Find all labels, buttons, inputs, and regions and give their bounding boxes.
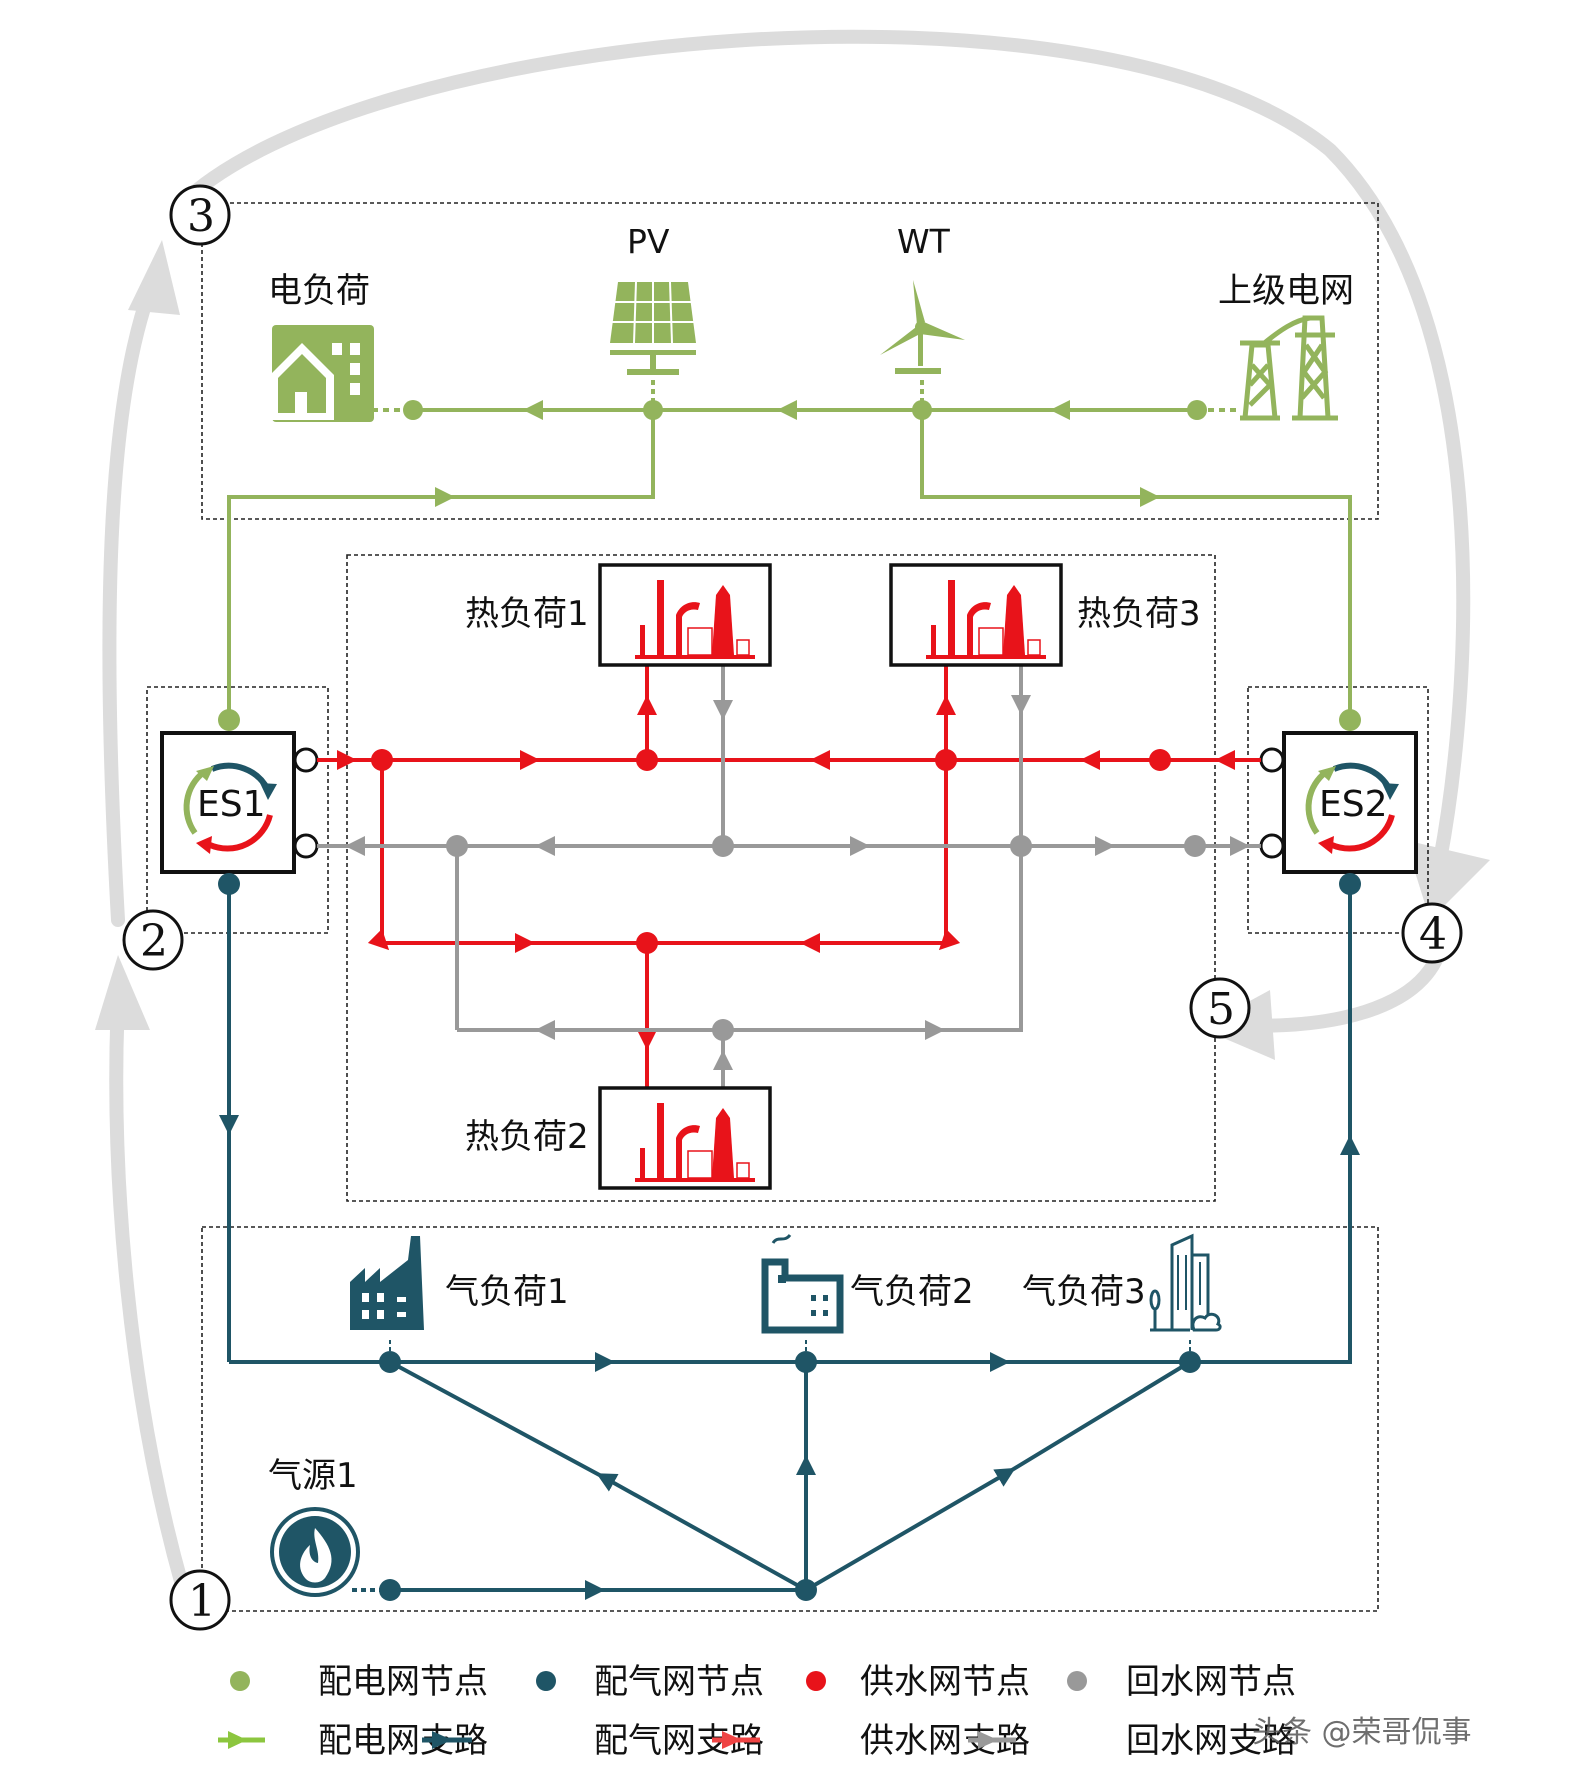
- legend-node-return-water: 回水网节点: [1067, 1662, 1296, 1702]
- es2-return-port: [1259, 833, 1285, 859]
- power-branch-wt-es2: [920, 410, 1352, 720]
- svg-text:回水网节点: 回水网节点: [1126, 1662, 1296, 1702]
- factory-heat-icon: [635, 1103, 755, 1182]
- sequence-flow-arrows: [95, 29, 1490, 1592]
- power-node-es2: [1339, 709, 1361, 731]
- es1-box: [146, 686, 329, 934]
- es1-station[interactable]: ES1: [160, 731, 319, 874]
- es2-box: [1247, 686, 1429, 934]
- watermark: 头条 @荣哥侃事: [1252, 1715, 1472, 1750]
- svg-text:5: 5: [1207, 984, 1235, 1035]
- return-water-network: [317, 665, 1261, 1088]
- legend-branch-return-water: 回水网支路: [968, 1721, 1296, 1761]
- flow-arc-2-to-3: [102, 283, 157, 927]
- svg-text:1: 1: [188, 1576, 216, 1627]
- legend-node-power: 配电网节点: [230, 1662, 488, 1702]
- heat-load-1[interactable]: [598, 563, 772, 667]
- legend: 配电网节点 配气网节点 供水网节点 回水网节点 配电网支路 配气网支路 供水网支…: [218, 1662, 1296, 1761]
- wind-turbine-icon: [880, 280, 965, 374]
- flow-arrowhead-4: [1405, 840, 1490, 920]
- svg-text:供水网节点: 供水网节点: [860, 1662, 1030, 1702]
- flow-arrowhead-3: [128, 240, 180, 315]
- supply-water-nodes: [371, 749, 1171, 954]
- solar-panel-icon: [610, 281, 696, 375]
- gas-plant-icon: [761, 1233, 844, 1334]
- transmission-tower-icon: [1240, 315, 1338, 421]
- sequence-marker-1: 1: [169, 1569, 231, 1631]
- wt-label: WT: [897, 222, 951, 261]
- es2-station[interactable]: ES2: [1259, 731, 1418, 874]
- sequence-marker-4: 4: [1401, 902, 1463, 964]
- legend-branch-gas: 配气网支路: [422, 1721, 764, 1761]
- gas-network: [219, 884, 1360, 1600]
- heat-load-3-label: 热负荷3: [1077, 594, 1201, 634]
- svg-text:配电网节点: 配电网节点: [318, 1662, 488, 1702]
- power-network: [227, 380, 1352, 720]
- power-node-grid: [1187, 400, 1207, 420]
- upper-grid-label: 上级电网: [1218, 271, 1354, 311]
- es2-label: ES2: [1319, 784, 1388, 825]
- heat-load-2-label: 热负荷2: [465, 1117, 589, 1157]
- es1-supply-port: [293, 747, 319, 773]
- svg-text:配气网节点: 配气网节点: [594, 1662, 764, 1702]
- svg-text:3: 3: [187, 191, 215, 242]
- return-water-nodes: [446, 835, 1206, 1041]
- flow-arrowhead-2: [95, 955, 150, 1030]
- sequence-marker-3: 3: [169, 184, 231, 246]
- power-node-wt: [912, 400, 932, 420]
- power-nodes: [218, 400, 1361, 731]
- power-node-pv: [643, 400, 663, 420]
- building-icon: [270, 325, 374, 422]
- office-building-icon: [1149, 1233, 1222, 1332]
- sequence-marker-5: 5: [1189, 977, 1251, 1039]
- svg-text:2: 2: [140, 916, 168, 967]
- factory-heat-icon: [635, 580, 755, 659]
- flow-arc-3-to-4: [173, 29, 1471, 867]
- heat-load-2[interactable]: [598, 1086, 772, 1190]
- pv-label: PV: [627, 222, 670, 261]
- heat-network-box: [346, 554, 1216, 1202]
- gas-network-box: [201, 1226, 1379, 1612]
- legend-node-supply-water: 供水网节点: [806, 1662, 1030, 1702]
- gas-load-2-label: 气负荷2: [850, 1272, 974, 1312]
- power-node-es1: [218, 709, 240, 731]
- power-node-load: [403, 400, 423, 420]
- es1-return-port: [293, 833, 319, 859]
- legend-node-gas: 配气网节点: [536, 1662, 764, 1702]
- power-network-box: [201, 202, 1379, 520]
- gas-source-label: 气源1: [268, 1456, 358, 1496]
- gas-source-flame-icon: [270, 1507, 360, 1597]
- supply-water-network: [317, 665, 1261, 1088]
- heat-load-3[interactable]: [889, 563, 1063, 667]
- gas-nodes: [218, 873, 1361, 1601]
- power-branch-pv-es1: [227, 410, 655, 720]
- factory-heat-icon: [926, 580, 1046, 659]
- gas-load-3-label: 气负荷3: [1022, 1272, 1146, 1312]
- gas-load-1-label: 气负荷1: [445, 1272, 569, 1312]
- es2-supply-port: [1259, 747, 1285, 773]
- sequence-marker-2: 2: [122, 909, 184, 971]
- factory-icon: [350, 1236, 424, 1330]
- es1-label: ES1: [197, 784, 266, 825]
- svg-text:回水网支路: 回水网支路: [1126, 1721, 1296, 1761]
- heat-load-1-label: 热负荷1: [465, 594, 589, 634]
- svg-text:4: 4: [1419, 909, 1447, 960]
- flow-arc-1-to-2: [109, 993, 189, 1592]
- electric-load-label: 电负荷: [268, 271, 370, 311]
